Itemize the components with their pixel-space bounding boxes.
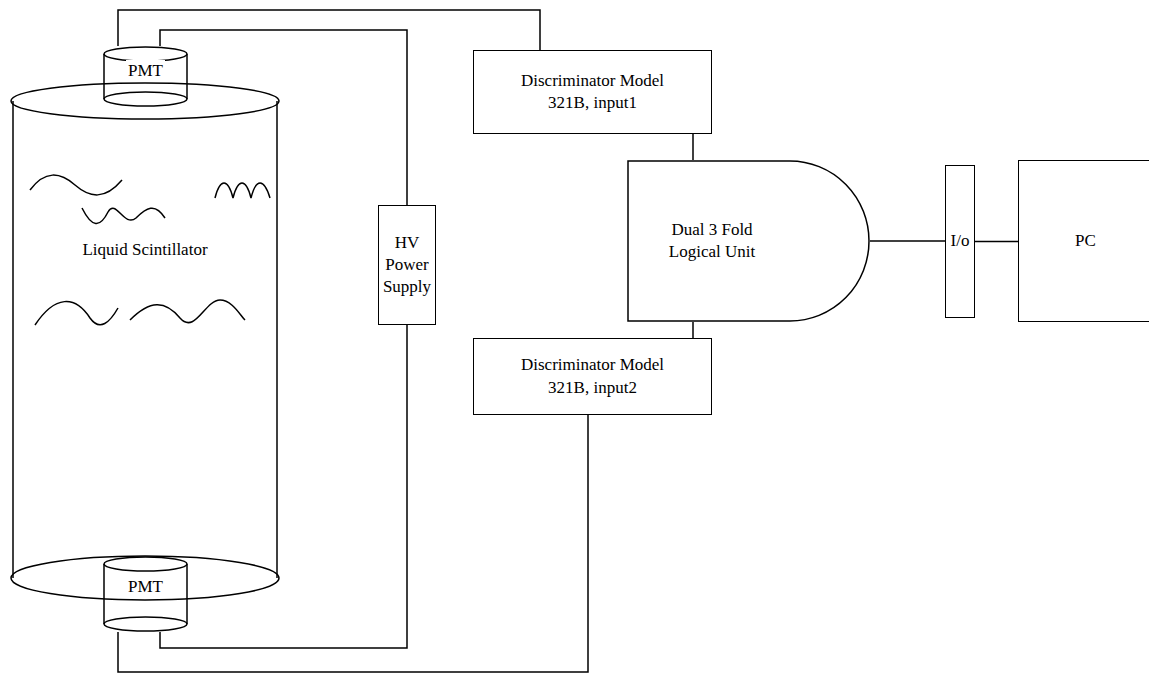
node-label: Discriminator Model 321B, input2 (518, 354, 668, 398)
node-label: PC (1075, 230, 1096, 252)
discriminator-box: Discriminator Model 321B, input1 (473, 50, 712, 134)
node-label: I/o (951, 230, 970, 252)
computer-box: PC (1018, 160, 1149, 322)
wave (30, 175, 122, 195)
power-supply-box: HV Power Supply (378, 205, 436, 325)
signal-wire (692, 134, 694, 160)
signal-wire (975, 241, 1018, 243)
scintillator-tank: Liquid Scintillator (10, 82, 280, 601)
tube-rim (104, 557, 187, 571)
wave (35, 302, 118, 325)
tube-rim (104, 92, 187, 106)
tube-rim (104, 47, 187, 61)
tank-side (12, 101, 14, 578)
scintillator-tank-outline (10, 82, 280, 601)
wave (82, 208, 165, 224)
logic-unit-outline (627, 160, 870, 322)
node-label: HV Power Supply (381, 232, 433, 298)
tube-side (103, 54, 105, 99)
node-label: Liquid Scintillator (82, 239, 207, 261)
tube-rim (104, 617, 187, 631)
signal-wire (160, 325, 407, 648)
photomultiplier-tube: PMT (103, 46, 188, 107)
and-gate-outline (628, 161, 869, 321)
wave (215, 183, 270, 198)
discriminator-box: Discriminator Model 321B, input2 (473, 338, 712, 415)
tube-side (103, 564, 105, 624)
signal-wire (692, 322, 694, 338)
tube-side (186, 54, 188, 99)
io-bar: I/o (945, 165, 975, 318)
signal-wire (870, 240, 945, 242)
scintillation-waves (30, 175, 270, 325)
wave (130, 300, 245, 323)
node-label: Discriminator Model 321B, input1 (518, 70, 668, 114)
tank-side (276, 101, 278, 578)
node-label: PMT (126, 576, 165, 598)
node-label: PMT (126, 60, 165, 82)
logic-unit: Dual 3 Fold Logical Unit (627, 160, 870, 322)
signal-wire (118, 415, 588, 672)
tank-rim (11, 83, 279, 119)
tube-side (186, 564, 188, 624)
photomultiplier-tube: PMT (103, 556, 188, 632)
node-label: Dual 3 Fold Logical Unit (657, 219, 767, 263)
tank-rim (11, 556, 279, 600)
